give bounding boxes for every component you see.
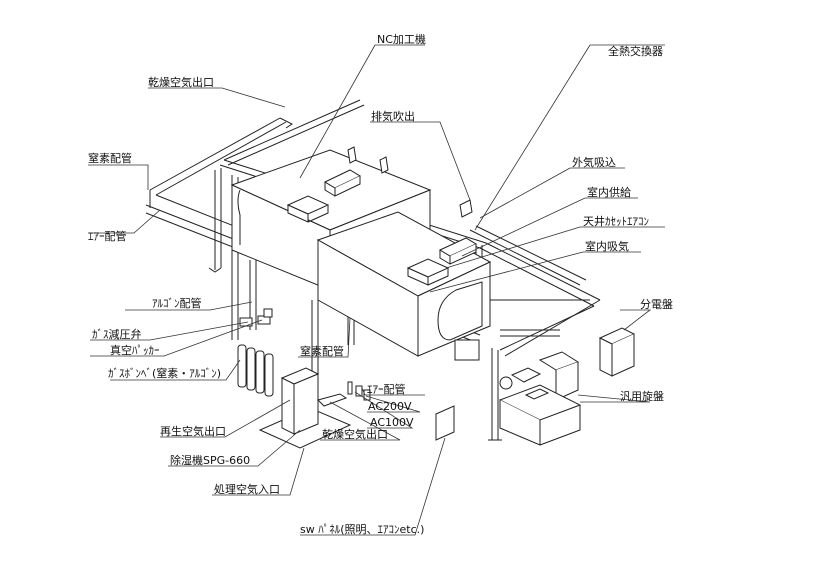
dehumidifier [258, 367, 352, 449]
label-exhaust-outlet: 排気吹出 [371, 109, 415, 123]
label-argon-piping: ｱﾙｺﾞﾝ配管 [152, 296, 202, 310]
label-distribution-panel: 分電盤 [640, 298, 673, 311]
label-indoor-supply: 室内供給 [587, 185, 631, 199]
label-regen-air-outlet: 再生空気出口 [160, 424, 226, 438]
label-vacuum-packer: 真空ﾊﾟｯｶｰ [110, 343, 160, 357]
gas-cylinders [237, 308, 274, 397]
label-gas-cylinders: ｶﾞｽﾎﾞﾝﾍﾞ(窒素・ｱﾙｺﾞﾝ) [108, 366, 221, 380]
label-sw-panel: sw ﾊﾟﾈﾙ(照明、ｴｱｺﾝetc.) [300, 523, 424, 536]
label-air-piping-center: ｴｱｰ配管 [367, 382, 406, 396]
label-dehumidifier: 除湿機SPG-660 [170, 453, 250, 467]
callout-labels: NC加工機 全熱交換器 乾燥空気出口 排気吹出 窒素配管 外気吸込 室内供給 ｴ… [88, 32, 673, 536]
sw-panel [435, 405, 455, 441]
label-nitrogen-piping-left: 窒素配管 [88, 151, 132, 165]
label-process-air-inlet: 処理空気入口 [214, 482, 280, 496]
general-lathe [498, 351, 582, 446]
leader-lines [88, 44, 665, 536]
label-total-heat-exchanger: 全熱交換器 [608, 44, 663, 58]
label-dry-air-outlet-top: 乾燥空気出口 [148, 75, 214, 89]
label-ceiling-cassette-ac: 天井ｶｾｯﾄｴｱｺﾝ [583, 214, 649, 228]
label-indoor-return: 室内吸気 [585, 239, 629, 253]
label-nc-machine: NC加工機 [377, 32, 426, 46]
label-nitrogen-piping-center: 窒素配管 [300, 344, 344, 358]
label-ac100v: AC100V [370, 416, 414, 429]
label-ac200v: AC200V [368, 400, 412, 413]
label-general-lathe: 汎用旋盤 [620, 389, 664, 403]
label-gas-regulator: ｶﾞｽ減圧弁 [92, 327, 142, 341]
distribution-panel [598, 327, 636, 377]
ceiling-cassette-ac-units [286, 195, 450, 286]
heat-exchanger-ducts [323, 146, 478, 265]
label-air-piping-left: ｴｱｰ配管 [88, 229, 127, 243]
label-outside-air-intake: 外気吸込 [572, 155, 616, 169]
label-dry-air-outlet-bottom: 乾燥空気出口 [322, 427, 388, 441]
